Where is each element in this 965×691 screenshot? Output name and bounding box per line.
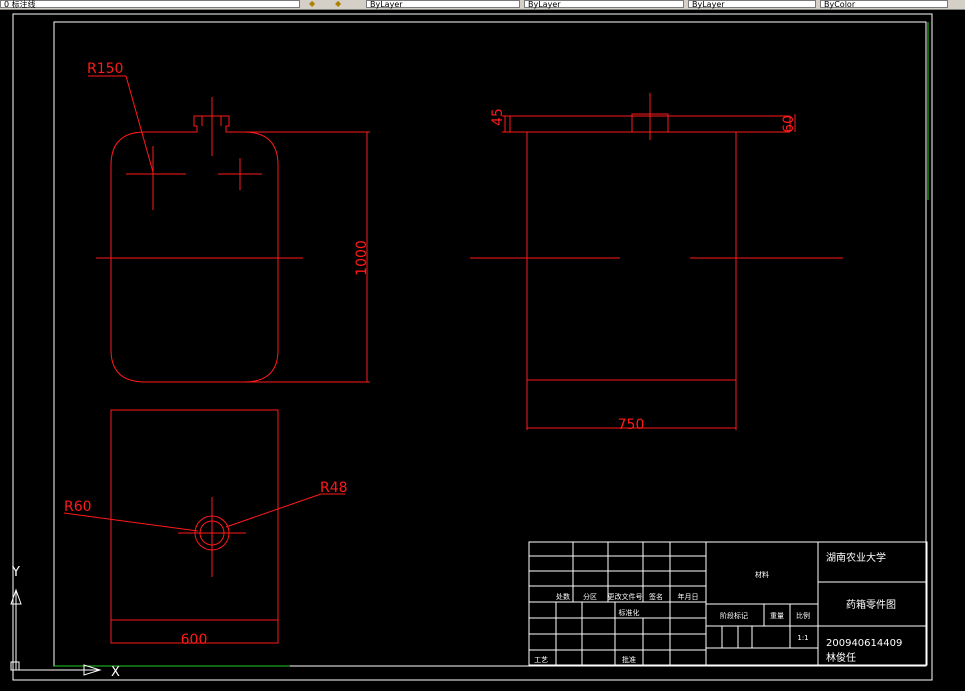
- tb-approve: 批准: [622, 655, 636, 664]
- paper-outer-border: [12, 13, 933, 681]
- ucs-x-label: X: [111, 665, 120, 680]
- tb-part-name: 药箱零件图: [846, 598, 896, 611]
- tb-craft: 工艺: [534, 656, 548, 664]
- top-view: [63, 409, 345, 644]
- tb-header-count: 处数: [556, 592, 570, 601]
- layer-prev-icon[interactable]: ◆: [335, 0, 342, 8]
- tb-header-zone: 分区: [583, 592, 597, 601]
- layer-state-icon[interactable]: ◆: [309, 0, 316, 8]
- dim-r60: R60: [64, 499, 92, 515]
- drawing-frame: [53, 21, 927, 667]
- lineweight-combo[interactable]: ByLayer: [688, 0, 816, 9]
- tb-standardization: 标准化: [619, 608, 640, 617]
- title-block-lines: [528, 541, 928, 666]
- dim-r150: R150: [87, 61, 123, 77]
- tb-ratio-label: 比例: [796, 611, 810, 620]
- color-combo[interactable]: ByLayer: [366, 0, 520, 9]
- properties-toolbar: ◆ ◆ 0 标注线 ByLayer ByLayer ByLayer ByColo…: [0, 0, 965, 10]
- plot-style-combo[interactable]: ByColor: [820, 0, 948, 9]
- model-space-canvas[interactable]: R150 1000 45 60 750 R60 R48 600: [0, 10, 965, 687]
- tb-school: 湖南农业大学: [826, 551, 886, 564]
- tb-header-sign: 签名: [649, 592, 663, 601]
- dim-height-1000: 1000: [354, 240, 370, 276]
- tb-ratio-value: 1:1: [797, 634, 808, 642]
- tb-header-doc: 更改文件号: [608, 592, 643, 601]
- side-view: [470, 93, 843, 430]
- tb-stage-mark: 阶段标记: [720, 611, 748, 620]
- tb-material: 材料: [755, 570, 769, 579]
- dim-60: 60: [781, 115, 797, 133]
- tb-student-name: 林俊任: [826, 651, 856, 664]
- dim-r48: R48: [320, 480, 348, 496]
- dim-45: 45: [490, 108, 506, 126]
- layer-combo[interactable]: 0 标注线: [0, 0, 300, 9]
- linetype-combo[interactable]: ByLayer: [524, 0, 684, 9]
- front-view: [88, 75, 370, 383]
- tb-weight: 重量: [770, 612, 784, 620]
- tb-header-date: 年月日: [678, 592, 699, 601]
- ucs-y-label: Y: [11, 565, 20, 580]
- dim-width-600: 600: [181, 632, 208, 648]
- ucs-icon: [10, 588, 102, 676]
- dim-width-750: 750: [618, 417, 645, 433]
- tb-student-id: 200940614409: [826, 638, 902, 649]
